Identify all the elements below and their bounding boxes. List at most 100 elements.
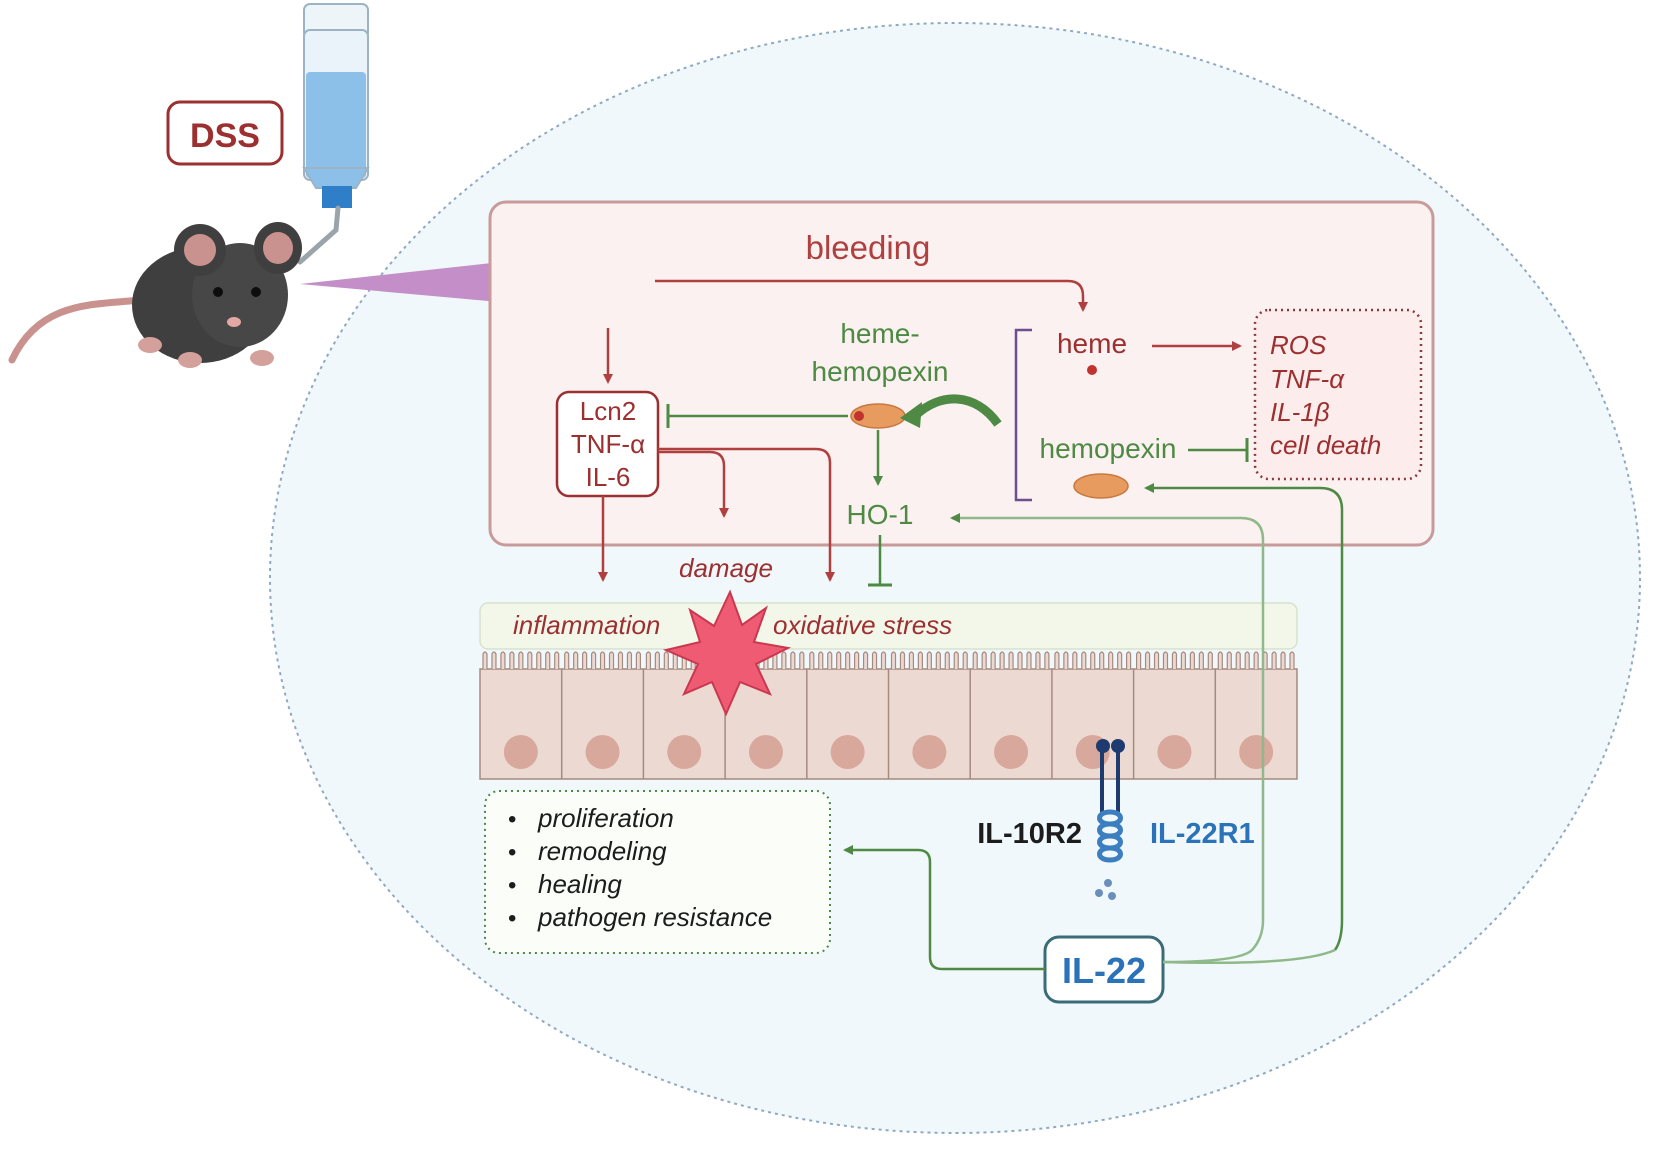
microvillus xyxy=(899,651,906,669)
effect-il1b: IL-1β xyxy=(1270,397,1330,427)
microvillus xyxy=(1008,651,1014,669)
cell-nucleus xyxy=(830,735,865,769)
microvillus xyxy=(527,651,533,669)
microvillus xyxy=(990,651,996,669)
microvillus xyxy=(663,651,669,669)
outcome-remodeling: remodeling xyxy=(538,836,667,866)
microvillus xyxy=(880,651,887,669)
il22-to-outcomes xyxy=(843,845,1045,971)
microvillus xyxy=(1180,651,1187,669)
microvillus xyxy=(1026,651,1032,669)
il22-receptor-icon xyxy=(1095,739,1125,900)
microvillus xyxy=(1153,651,1160,669)
heme-dot xyxy=(1087,365,1097,375)
microvillus xyxy=(1235,651,1241,669)
background-ellipse xyxy=(269,22,1641,1134)
cell-nucleus xyxy=(667,735,702,769)
microvillus xyxy=(862,651,869,669)
mediators-box xyxy=(555,390,660,498)
water-bottle-icon xyxy=(297,3,370,265)
microvillus xyxy=(1171,651,1178,669)
microvillus xyxy=(635,651,641,669)
ho1-label: HO-1 xyxy=(847,499,914,530)
microvillus xyxy=(545,651,551,669)
mediator-lcn2: Lcn2 xyxy=(580,396,636,426)
microvillus xyxy=(536,651,542,669)
damage-label: damage xyxy=(679,553,773,583)
microvillus xyxy=(1189,651,1195,669)
microvillus xyxy=(1017,651,1023,669)
microvillus xyxy=(518,651,524,669)
microvillus xyxy=(926,651,932,669)
bleeding-label: bleeding xyxy=(806,229,931,266)
microvillus xyxy=(1198,651,1204,669)
il22-label: IL-22 xyxy=(1062,950,1146,991)
microvillus xyxy=(1144,651,1151,669)
outcome-bullet-2: • xyxy=(508,839,516,866)
microvillus xyxy=(1226,651,1232,669)
microvillus xyxy=(890,651,897,669)
outcome-healing: healing xyxy=(538,869,622,899)
microvillus xyxy=(799,651,805,669)
outcome-pathogen-resistance: pathogen resistance xyxy=(537,902,772,932)
dss-label: DSS xyxy=(190,117,260,155)
il22-to-ho1-hemopexin xyxy=(950,513,1265,964)
microvillus xyxy=(962,651,968,669)
il22-branch-link xyxy=(1162,948,1336,965)
microvillus xyxy=(1108,651,1114,669)
microvillus xyxy=(1280,651,1286,669)
il22-to-hemopexin xyxy=(1144,483,1344,951)
il22r1-label: IL-22R1 xyxy=(1150,818,1255,850)
oxidative-stress-label: oxidative stress xyxy=(773,610,952,640)
microvillus xyxy=(1271,651,1277,669)
microvillus xyxy=(1035,651,1041,669)
bleeding-panel xyxy=(488,200,1435,547)
microvillus xyxy=(500,651,506,669)
effects-box xyxy=(1253,308,1423,481)
mediator-tnf: TNF-α xyxy=(571,429,645,459)
microvillus xyxy=(1117,651,1123,669)
microvillus xyxy=(1244,651,1250,669)
microvillus xyxy=(908,651,915,669)
heme-hemopexin-bracket xyxy=(1014,328,1032,502)
microvillus xyxy=(1063,651,1069,669)
cell-nucleus xyxy=(994,735,1029,769)
microvillus xyxy=(573,651,579,669)
binding-curved-arrowhead xyxy=(900,402,922,428)
microvillus xyxy=(1217,651,1223,669)
heme-dot-bound xyxy=(854,411,864,421)
damage-starburst xyxy=(662,589,792,717)
outcome-bullet-3: • xyxy=(508,872,516,899)
microvillus xyxy=(1044,651,1050,669)
outcome-bullet-1: • xyxy=(508,806,516,833)
cell-nucleus xyxy=(912,735,947,769)
microvillus xyxy=(654,651,660,669)
microvillus xyxy=(617,651,624,669)
microvillus xyxy=(1253,651,1259,669)
microvillus xyxy=(845,651,851,669)
cell-nucleus xyxy=(1157,735,1192,769)
binding-curved-arrow xyxy=(911,394,1002,427)
microvillus xyxy=(564,651,570,669)
microvillus xyxy=(781,651,787,669)
microvillus xyxy=(1136,651,1142,669)
effect-cell-death: cell death xyxy=(1270,430,1381,460)
cell-nucleus xyxy=(748,735,783,769)
microvillus xyxy=(944,651,950,669)
microvillus xyxy=(854,651,860,669)
microvillus xyxy=(1289,651,1295,669)
microvillus xyxy=(491,651,497,669)
microvillus xyxy=(790,651,796,669)
microvillus xyxy=(582,651,588,669)
microvillus xyxy=(626,651,633,669)
microvillus xyxy=(1207,651,1213,669)
inflammation-label: inflammation xyxy=(513,610,660,640)
mediator-il6: IL-6 xyxy=(586,462,631,492)
hemopexin-label: hemopexin xyxy=(1040,433,1177,464)
microvillus xyxy=(1081,651,1087,669)
microvillus xyxy=(999,651,1005,669)
cell-nucleus xyxy=(1239,735,1274,769)
effect-tnf: TNF-α xyxy=(1270,364,1345,394)
microvillus xyxy=(482,651,488,669)
